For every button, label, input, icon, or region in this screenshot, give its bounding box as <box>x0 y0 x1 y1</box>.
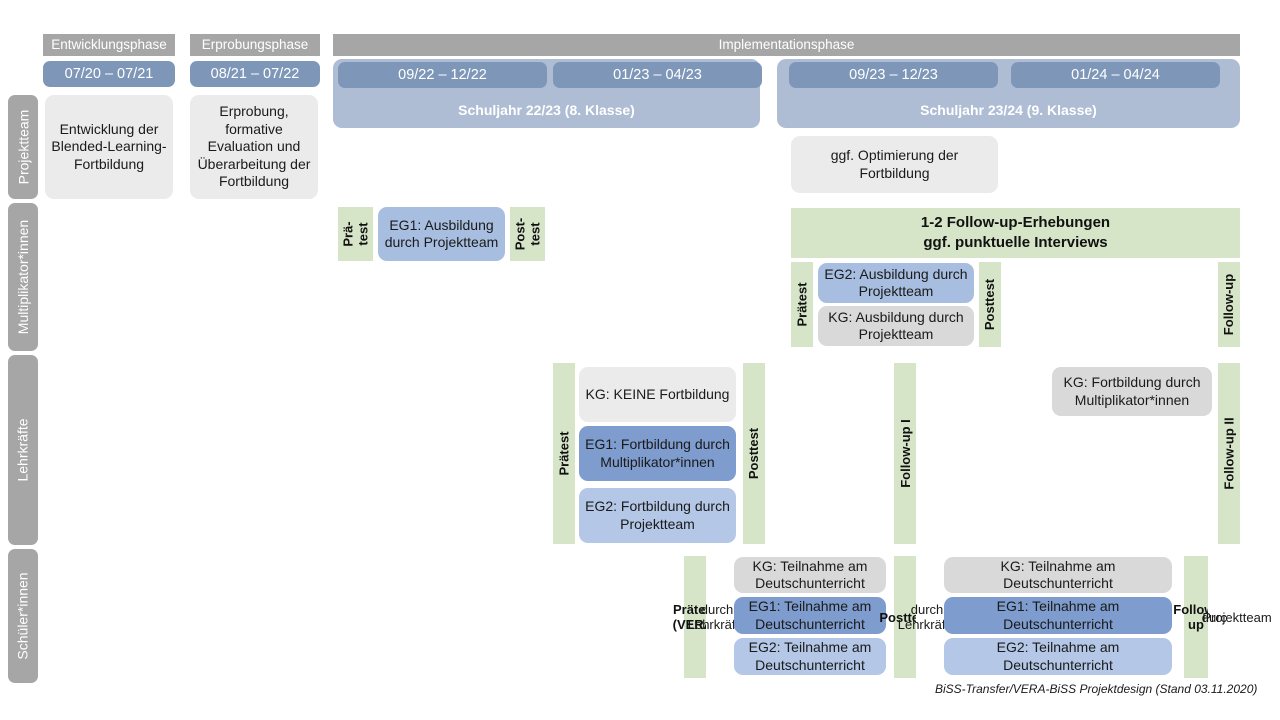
phase-label: Erprobungsphase <box>201 37 309 53</box>
phase-header-implementationsphase: Implementationsphase <box>333 34 1240 56</box>
posttest-text: Posttest <box>746 427 762 480</box>
box-text: KG: Fortbildung durch Multiplikator*inne… <box>1063 374 1201 408</box>
schueler-followup-strip: Follow-up <box>1173 556 1219 678</box>
period-chip-0124-0424: 01/24 – 04/24 <box>1011 62 1220 88</box>
multiplikatoren-followup-banner: 1-2 Follow-up-Erhebungen ggf. punktuelle… <box>791 208 1240 258</box>
period-chip-0821-0722: 08/21 – 07/22 <box>190 61 320 87</box>
period-label: 09/22 – 12/22 <box>398 67 487 83</box>
phase-header-entwicklungsphase: Entwicklungsphase <box>43 34 175 56</box>
school-year-label: Schuljahr 22/23 (8. Klasse) <box>458 102 635 118</box>
box-text: KG: Teilnahme am Deutschunterricht <box>752 557 868 592</box>
box-text: EG2: Ausbildung durch Projektteam <box>824 265 968 300</box>
followup-text: Follow-up I <box>897 419 913 488</box>
praetest-text: Prätest <box>556 431 572 476</box>
followup-sub-text-2: Projektteam <box>1202 609 1272 625</box>
lehrkraefte-followup2-strip: Follow-up II <box>1218 363 1240 544</box>
schueler-eg2-box: EG2: Teilnahme am Deutschunterricht <box>734 638 886 675</box>
praetest-text: Prätest <box>794 282 810 327</box>
phase-header-erprobungsphase: Erprobungsphase <box>190 34 320 56</box>
multiplikatoren-eg2-box: EG2: Ausbildung durch Projektteam <box>818 263 974 303</box>
lehrkraefte-posttest-strip: Posttest <box>743 363 765 544</box>
lehrkraefte-eg2-box: EG2: Fortbildung durch Projektteam <box>579 488 736 543</box>
box-text: Entwicklung der Blended-Learning-Fortbil… <box>51 120 167 172</box>
box-text: EG2: Teilnahme am Deutschunterricht <box>748 639 872 673</box>
banner-line-2: ggf. punktuelle Interviews <box>923 234 1108 251</box>
posttest-text: Posttest <box>982 278 998 331</box>
box-text: EG2: Fortbildung durch Projektteam <box>585 498 730 532</box>
projektteam-entwicklung-box: Entwicklung der Blended-Learning-Fortbil… <box>45 95 173 199</box>
row-label-projektteam: Projektteam <box>8 95 38 199</box>
row-label-text: Schüler*innen <box>15 572 32 660</box>
lehrkraefte-kg-box: KG: KEINE Fortbildung <box>579 367 736 422</box>
box-text: KG: KEINE Fortbildung <box>585 385 730 402</box>
figure-footer: BiSS-Transfer/VERA-BiSS Projektdesign (S… <box>935 682 1258 696</box>
period-chip-0123-0423: 01/23 – 04/23 <box>553 62 762 88</box>
box-text: EG2: Teilnahme am Deutschunterricht <box>996 639 1120 673</box>
box-text: Erprobung, formative Evaluation und Über… <box>197 103 311 190</box>
row-label-schuelerinnen: Schüler*innen <box>8 549 38 683</box>
banner-line-1: 1-2 Follow-up-Erhebungen <box>920 213 1111 231</box>
schueler-kg-box-2: KG: Teilnahme am Deutschunterricht <box>944 557 1172 593</box>
posttest-text: Post-test <box>512 217 543 251</box>
period-label: 01/23 – 04/23 <box>613 67 702 83</box>
multiplikatoren-kg-box: KG: Ausbildung durch Projektteam <box>818 306 974 346</box>
box-text: EG1: Teilnahme am Deutschunterricht <box>748 598 872 632</box>
row-label-text: Lehrkräfte <box>15 418 32 482</box>
multiplikatoren-praetest-strip: Prä-test <box>338 207 373 261</box>
schueler-kg-box: KG: Teilnahme am Deutschunterricht <box>734 557 886 593</box>
multiplikatoren-posttest2-strip: Posttest <box>979 262 1001 347</box>
schueler-eg1-box: EG1: Teilnahme am Deutschunterricht <box>734 597 886 634</box>
followup-text: Follow-up <box>1173 602 1219 632</box>
projektteam-optimierung-box: ggf. Optimierung der Fortbildung <box>791 136 998 193</box>
phase-label: Entwicklungsphase <box>51 37 167 53</box>
praetest-text: Prä-test <box>340 221 371 247</box>
followup-text: Follow-up II <box>1221 417 1237 490</box>
box-text: KG: Teilnahme am Deutschunterricht <box>1000 557 1116 592</box>
schueler-eg1-box-2: EG1: Teilnahme am Deutschunterricht <box>944 597 1172 634</box>
lehrkraefte-followup1-strip: Follow-up I <box>894 363 916 544</box>
box-text: ggf. Optimierung der Fortbildung <box>830 147 959 181</box>
lehrkraefte-eg1-box: EG1: Fortbildung durch Multiplikator*inn… <box>579 426 736 481</box>
schueler-praetest-sub: durch Lehrkräfte <box>688 556 746 678</box>
lehrkraefte-praetest-strip: Prätest <box>553 363 575 544</box>
period-label: 01/24 – 04/24 <box>1071 67 1160 83</box>
period-chip-0922-1222: 09/22 – 12/22 <box>338 62 547 88</box>
box-text: KG: Ausbildung durch Projektteam <box>828 308 964 343</box>
multiplikatoren-eg1-box: EG1: Ausbildung durch Projektteam <box>378 207 505 261</box>
row-label-text: Multiplikator*innen <box>15 219 31 335</box>
box-text: EG1: Teilnahme am Deutschunterricht <box>996 598 1120 632</box>
school-year-label: Schuljahr 23/24 (9. Klasse) <box>920 102 1097 118</box>
period-label: 07/20 – 07/21 <box>64 66 154 82</box>
lehrkraefte-kg2-box: KG: Fortbildung durch Multiplikator*inne… <box>1052 367 1212 416</box>
projektteam-erprobung-box: Erprobung, formative Evaluation und Über… <box>190 95 318 199</box>
box-text: EG1: Ausbildung durch Projektteam <box>384 216 499 251</box>
multiplikatoren-posttest-strip: Post-test <box>510 207 545 261</box>
period-chip-0720-0721: 07/20 – 07/21 <box>43 61 175 87</box>
posttest-sub-text: durch Lehrkräfte <box>897 602 957 632</box>
followup-text: Follow-up <box>1221 273 1237 336</box>
period-label: 08/21 – 07/22 <box>210 66 300 82</box>
phase-label: Implementationsphase <box>718 37 855 53</box>
multiplikatoren-followup-strip: Follow-up <box>1218 262 1240 347</box>
schueler-followup-sub2: Projektteam <box>1202 556 1272 678</box>
row-label-multiplikatorinnen: Multiplikator*innen <box>8 203 38 351</box>
row-label-lehrkraefte: Lehrkräfte <box>8 355 38 545</box>
box-text: EG1: Fortbildung durch Multiplikator*inn… <box>585 436 730 470</box>
multiplikatoren-praetest2-strip: Prätest <box>791 262 813 347</box>
period-label: 09/23 – 12/23 <box>849 67 938 83</box>
praetest-sub-text: durch Lehrkräfte <box>687 602 747 632</box>
schueler-eg2-box-2: EG2: Teilnahme am Deutschunterricht <box>944 638 1172 675</box>
row-label-text: Projektteam <box>15 109 32 185</box>
period-chip-0923-1223: 09/23 – 12/23 <box>789 62 998 88</box>
schueler-posttest-sub: durch Lehrkräfte <box>898 556 956 678</box>
